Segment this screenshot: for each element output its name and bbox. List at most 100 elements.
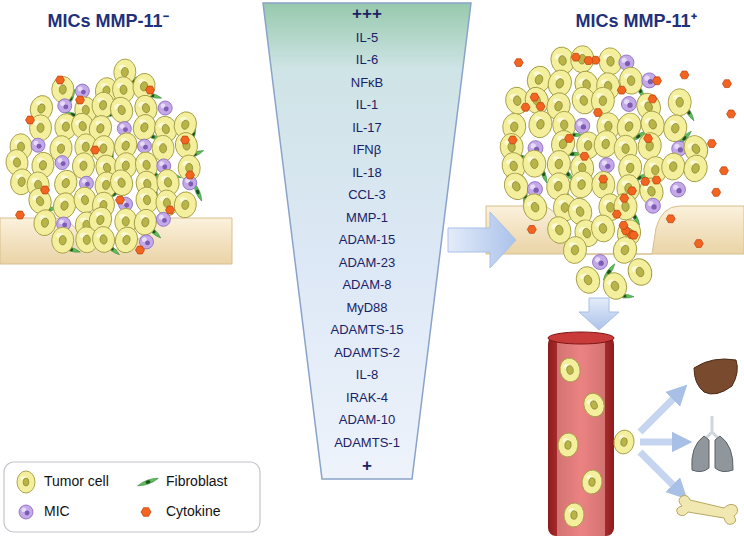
cytokine	[527, 226, 536, 234]
tumor-cell	[17, 471, 35, 493]
gene-label: IL-1	[356, 97, 378, 112]
tumor-cell	[581, 390, 608, 419]
illustration-part	[41, 217, 50, 227]
mic-cell	[599, 158, 614, 173]
illustration-part	[181, 119, 190, 130]
illustration-part	[13, 157, 21, 167]
cytokine	[508, 136, 517, 144]
illustration-part	[577, 179, 586, 190]
block-arrow	[640, 392, 680, 432]
gene-label: ADAMTS-2	[334, 345, 400, 360]
illustration-part	[63, 104, 68, 109]
cytokine	[521, 103, 530, 111]
tumor-cell	[51, 227, 74, 254]
illustration-part	[107, 94, 136, 125]
illustration-part	[122, 217, 129, 227]
illustration-part	[606, 202, 614, 212]
illustration-part	[562, 235, 588, 265]
illustration-part	[137, 139, 151, 153]
block-arrow	[640, 452, 680, 492]
illustration-part	[648, 119, 658, 131]
tumor-cell	[563, 502, 585, 528]
cytokine	[584, 57, 593, 65]
tumor-cell	[108, 167, 136, 198]
illustration-part	[164, 107, 169, 112]
mic-cell	[670, 182, 685, 197]
illustration-part	[162, 165, 167, 170]
illustration-part	[681, 152, 711, 184]
illustration-part	[510, 122, 518, 132]
illustration-part	[647, 186, 657, 197]
illustration-part	[31, 138, 45, 152]
illustration-part	[141, 103, 150, 114]
cytokine	[653, 77, 662, 85]
blood-vessel	[548, 332, 614, 536]
mic-cell	[55, 156, 69, 170]
gene-label: IL-17	[352, 120, 382, 135]
illustration-part	[178, 154, 201, 181]
illustration-part	[91, 225, 117, 254]
illustration-part	[4, 462, 260, 532]
cytokine	[26, 116, 35, 124]
illustration-part	[137, 476, 159, 487]
illustration-part	[159, 143, 166, 153]
illustration-part	[571, 245, 580, 256]
illustration-part	[62, 121, 70, 131]
illustration-part	[117, 177, 126, 188]
mic-cell	[58, 99, 72, 113]
cytokine	[41, 186, 50, 194]
cytokine-funnel: +++IL-5IL-6NFκBIL-1IL-17IFNβIL-18CCL-3MM…	[262, 2, 472, 480]
illustration-part	[715, 436, 733, 472]
cytokine	[580, 152, 589, 160]
illustration-part	[96, 123, 105, 134]
illustration-part	[590, 213, 617, 243]
illustration-part	[660, 152, 686, 182]
illustration-part	[554, 100, 564, 111]
tumor-cluster	[4, 58, 204, 256]
tumor-cell	[616, 174, 641, 203]
illustration-part	[620, 437, 628, 447]
illustration-part	[99, 143, 108, 154]
cytokine	[722, 80, 731, 88]
level-marker: +++	[352, 5, 382, 22]
mic-cell	[621, 97, 636, 112]
illustration-part	[691, 163, 701, 174]
illustration-part	[554, 181, 563, 192]
illustration-part	[59, 235, 66, 245]
illustration-part	[82, 142, 89, 152]
illustration-part	[625, 61, 630, 66]
cytokine	[641, 178, 650, 186]
illustration-part	[581, 124, 586, 129]
cytokine	[652, 176, 661, 184]
mic-cell	[158, 101, 172, 115]
illustration-part	[605, 121, 613, 131]
lungs	[692, 416, 733, 472]
tumor-cell	[562, 235, 588, 265]
illustration-part	[57, 143, 65, 153]
cytokine	[629, 231, 638, 239]
illustration-part	[35, 196, 45, 207]
illustration-part	[558, 356, 583, 384]
cytokine	[712, 188, 721, 196]
illustration-part	[692, 436, 709, 472]
illustration-part	[51, 227, 74, 254]
illustration-part	[557, 340, 605, 536]
cytokine	[166, 206, 175, 214]
illustration-part	[704, 416, 720, 440]
illustration-part	[555, 78, 565, 89]
cytokine	[619, 221, 628, 229]
illustration-part	[583, 274, 593, 286]
illustration-part	[570, 45, 595, 74]
cytokine	[181, 136, 190, 144]
illustration-part	[676, 188, 681, 193]
illustration-part	[564, 440, 571, 449]
illustration-part	[145, 240, 150, 245]
illustration-part	[509, 161, 518, 172]
illustration-part	[584, 140, 592, 150]
gene-label: MyD88	[346, 300, 387, 315]
metastasis-arrows	[640, 392, 682, 492]
cytokine	[136, 246, 145, 254]
illustration-part	[671, 123, 680, 134]
illustration-part	[99, 234, 107, 244]
illustration-part	[121, 67, 129, 77]
